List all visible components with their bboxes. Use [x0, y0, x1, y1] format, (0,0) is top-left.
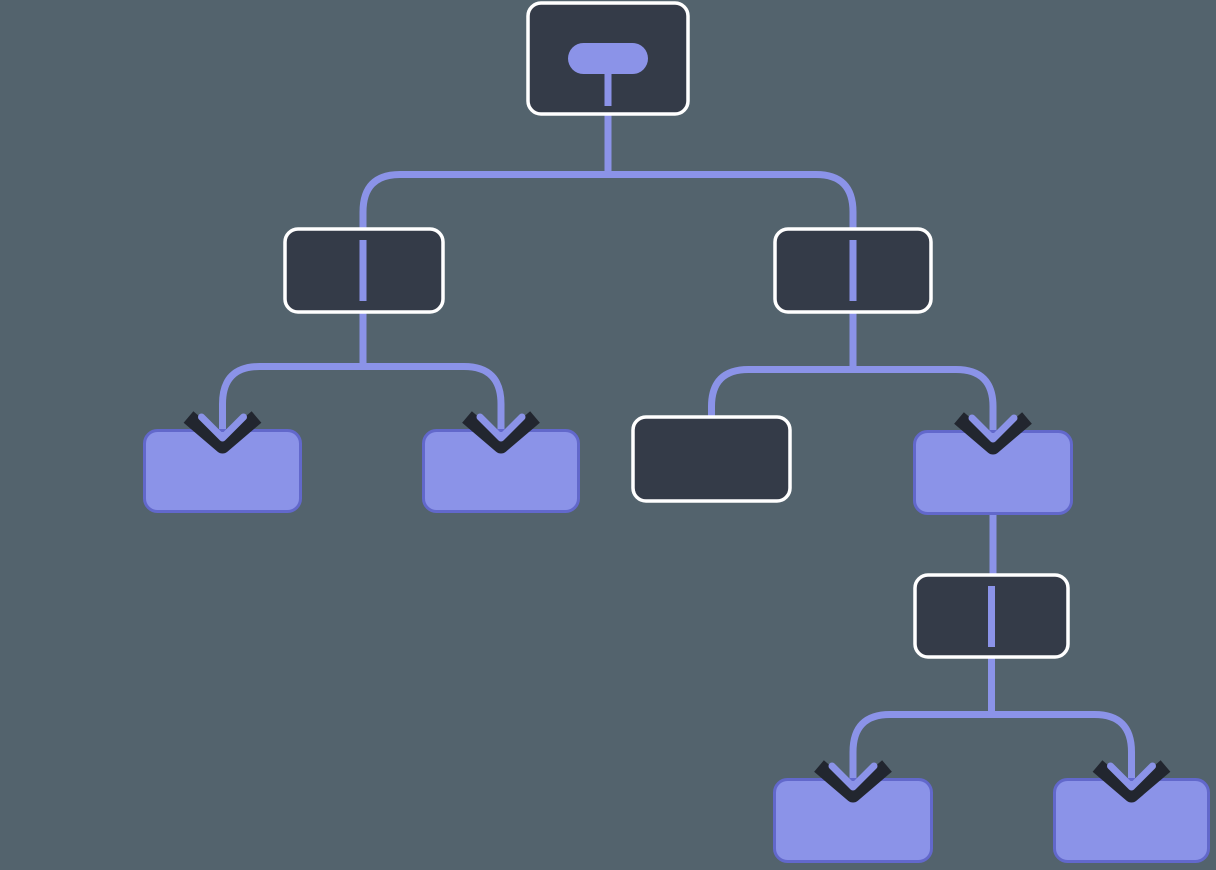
node-leaf-1[interactable]	[143, 429, 302, 513]
arrowhead-icon	[968, 414, 1018, 443]
arrowhead-icon	[828, 762, 878, 791]
chevron-down-icon	[954, 412, 1032, 455]
node-leaf-4[interactable]	[1053, 778, 1210, 863]
node-root[interactable]	[526, 1, 690, 116]
node-leaf-4-box[interactable]	[1053, 778, 1210, 863]
connectors	[219, 112, 1135, 783]
arrow-into-leaf-right	[954, 412, 1032, 455]
node-leaf-1-box[interactable]	[143, 429, 302, 513]
node-branch-bottom[interactable]	[913, 573, 1070, 659]
connector-branch-bottom-to-leaves	[849, 656, 1135, 783]
node-leaf-right[interactable]	[913, 430, 1073, 515]
node-branch-right[interactable]	[773, 227, 933, 314]
chevron-down-icon	[183, 411, 262, 454]
connector-root-to-branches	[359, 112, 857, 230]
arrow-markers	[183, 411, 1171, 803]
arrow-into-leaf-4	[1092, 760, 1171, 803]
arrowhead-icon	[1107, 762, 1156, 791]
connector-branch-left-to-leaves	[219, 310, 505, 434]
node-branch-left[interactable]	[283, 227, 445, 314]
arrowhead-icon	[198, 413, 247, 442]
chevron-down-icon	[462, 411, 540, 454]
node-leaf-2[interactable]	[422, 429, 580, 513]
chevron-down-icon	[1092, 760, 1171, 803]
node-leaf-right-box[interactable]	[913, 430, 1073, 515]
node-leaf-3-box[interactable]	[773, 778, 933, 863]
arrow-into-leaf-2	[462, 411, 540, 454]
node-plain-dark[interactable]	[631, 415, 792, 503]
node-leaf-2-box[interactable]	[422, 429, 580, 513]
arrowhead-icon	[476, 413, 526, 442]
arrow-into-leaf-3	[814, 760, 892, 803]
node-leaf-3[interactable]	[773, 778, 933, 863]
root-pill-icon	[568, 43, 648, 74]
connector-branch-right-to-children	[708, 311, 997, 435]
chevron-down-icon	[814, 760, 892, 803]
arrow-into-leaf-1	[183, 411, 262, 454]
node-plain-dark-box[interactable]	[631, 415, 792, 503]
